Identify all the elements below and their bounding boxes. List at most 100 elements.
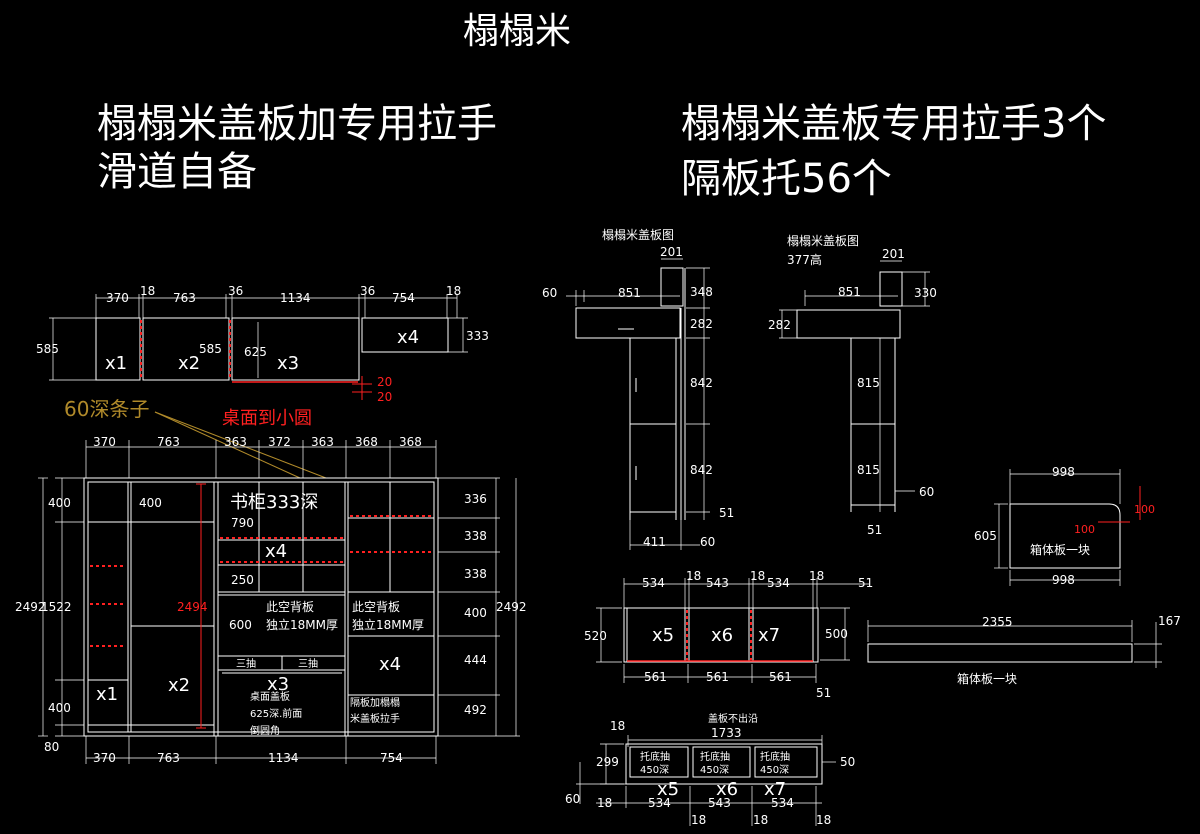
- main-top-dim-763: 763: [157, 435, 180, 449]
- plan-dim-18b: 18: [691, 813, 706, 827]
- plan-dim-534b: 534: [771, 796, 794, 810]
- upper-dim-18a: 18: [140, 284, 155, 298]
- side2-dim-282: 282: [768, 318, 791, 332]
- main-top-dim-368b: 368: [399, 435, 422, 449]
- side1-dim-60: 60: [542, 286, 557, 300]
- plan-tray-3a: 托底抽: [760, 750, 790, 763]
- side1-dim-851: 851: [618, 286, 641, 300]
- panel1-bottom-998: 998: [1052, 573, 1075, 587]
- plan-label-x7: x7: [764, 779, 786, 800]
- desk-note-3: 倒圆角: [250, 725, 280, 737]
- plan-tray-2b: 450深: [700, 764, 729, 776]
- plan-dim-299: 299: [596, 755, 619, 769]
- upper-dim-36a: 36: [228, 284, 243, 298]
- note-left-line1: 榻榻米盖板加专用拉手: [97, 101, 497, 147]
- plan-tray-1b: 450深: [640, 764, 669, 776]
- upper-dim-370: 370: [106, 291, 129, 305]
- plan-label-x6: x6: [716, 779, 738, 800]
- side2-dim-815a: 815: [857, 376, 880, 390]
- side1-dim-60b: 60: [700, 535, 715, 549]
- panel2-height-167: 167: [1158, 614, 1181, 628]
- upper-label-x2: x2: [178, 353, 200, 374]
- drawer-label-x5: x5: [652, 625, 674, 646]
- main-right-444: 444: [464, 653, 487, 667]
- note-right-line1: 榻榻米盖板专用拉手3个: [681, 101, 1106, 147]
- upper-red-dim-20b: 20: [377, 390, 392, 404]
- back-panel-note-1: 此空背板: [266, 600, 314, 614]
- side2-dim-330: 330: [914, 286, 937, 300]
- upper-dim-763: 763: [173, 291, 196, 305]
- back-panel-note-2: 独立18MM厚: [266, 617, 338, 632]
- panel2-width-2355: 2355: [982, 615, 1013, 629]
- back-panel-note-4: 独立18MM厚: [352, 617, 424, 632]
- main-overall-height-left: 2492: [15, 600, 46, 614]
- box-panel-1: 998 605 100 100 箱体板一块 998: [974, 465, 1155, 587]
- plan-note: 盖板不出沿: [708, 712, 758, 725]
- drawer-top-18c: 18: [809, 569, 824, 583]
- plan-dim-18c: 18: [753, 813, 768, 827]
- upper-dim-36b: 36: [360, 284, 375, 298]
- side1-caption: 榻榻米盖板图: [602, 228, 674, 242]
- upper-label-x3: x3: [277, 353, 299, 374]
- main-inner-250: 250: [231, 573, 254, 587]
- drawer-bottom-51: 51: [816, 686, 831, 700]
- plan-dim-18a: 18: [597, 796, 612, 810]
- main-top-dim-363b: 363: [311, 435, 334, 449]
- main-left-400b: 400: [48, 701, 71, 715]
- side1-dim-282: 282: [690, 317, 713, 331]
- drawer-top-18a: 18: [686, 569, 701, 583]
- note-left-line2: 滑道自备: [97, 149, 257, 195]
- panel1-red-100a: 100: [1134, 503, 1155, 516]
- drawer-label-x6: x6: [711, 625, 733, 646]
- main-top-dim-372: 372: [268, 435, 291, 449]
- upper-dim-18b: 18: [446, 284, 461, 298]
- strip-note: 60深条子: [64, 397, 149, 421]
- side2-dim-51: 51: [867, 523, 882, 537]
- drawer-label-2: 三抽: [298, 657, 318, 670]
- upper-label-x4: x4: [397, 327, 419, 348]
- upper-red-dim-20a: 20: [377, 375, 392, 389]
- plan-label-x5: x5: [657, 779, 679, 800]
- main-right-336: 336: [464, 492, 487, 506]
- panel1-top-998: 998: [1052, 465, 1075, 479]
- side2-subcaption: 377高: [787, 252, 822, 267]
- drawer-height-500: 500: [825, 627, 848, 641]
- upper-inner-625: 625: [244, 345, 267, 359]
- main-label-x4a: x4: [265, 541, 287, 562]
- main-inner-400: 400: [139, 496, 162, 510]
- panel2-label: 箱体板一块: [957, 671, 1017, 686]
- main-left-1522: 1522: [41, 600, 72, 614]
- panel1-height-605: 605: [974, 529, 997, 543]
- drawing-title: 榻榻米: [463, 11, 571, 52]
- upper-red-note: 桌面到小圆: [222, 408, 312, 429]
- main-bottom-1134: 1134: [268, 751, 299, 765]
- main-label-x3: x3: [267, 674, 289, 695]
- desk-note-2: 625深.前面: [250, 707, 302, 720]
- drawer-top-534b: 534: [767, 576, 790, 590]
- plan-dim-60: 60: [565, 792, 580, 806]
- upper-dim-754: 754: [392, 291, 415, 305]
- bookcase-label: 书柜333深: [230, 492, 318, 513]
- main-right-338b: 338: [464, 567, 487, 581]
- upper-mid-height-585: 585: [199, 342, 222, 356]
- drawer-unit: 534 18 543 18 534 18 51 x5 x6 x7 520 500…: [584, 569, 873, 700]
- main-inner-600: 600: [229, 618, 252, 632]
- drawer-top-18b: 18: [750, 569, 765, 583]
- back-panel-note-3: 此空背板: [352, 600, 400, 614]
- drawer-top-543: 543: [706, 576, 729, 590]
- main-bottom-754: 754: [380, 751, 403, 765]
- drawer-label-x7: x7: [758, 625, 780, 646]
- note-right-line2: 隔板托56个: [681, 156, 892, 202]
- side1-dim-842a: 842: [690, 376, 713, 390]
- main-bottom-370: 370: [93, 751, 116, 765]
- side1-dim-51: 51: [719, 506, 734, 520]
- drawer-bottom-561c: 561: [769, 670, 792, 684]
- plan-tray-2a: 托底抽: [700, 750, 730, 763]
- main-left-80: 80: [44, 740, 59, 754]
- plan-width-1733: 1733: [711, 726, 742, 740]
- drawer-top-534a: 534: [642, 576, 665, 590]
- main-red-height: 2494: [177, 600, 208, 614]
- plan-tray-1a: 托底抽: [640, 750, 670, 763]
- main-label-x4b: x4: [379, 654, 401, 675]
- upper-label-x1: x1: [105, 353, 127, 374]
